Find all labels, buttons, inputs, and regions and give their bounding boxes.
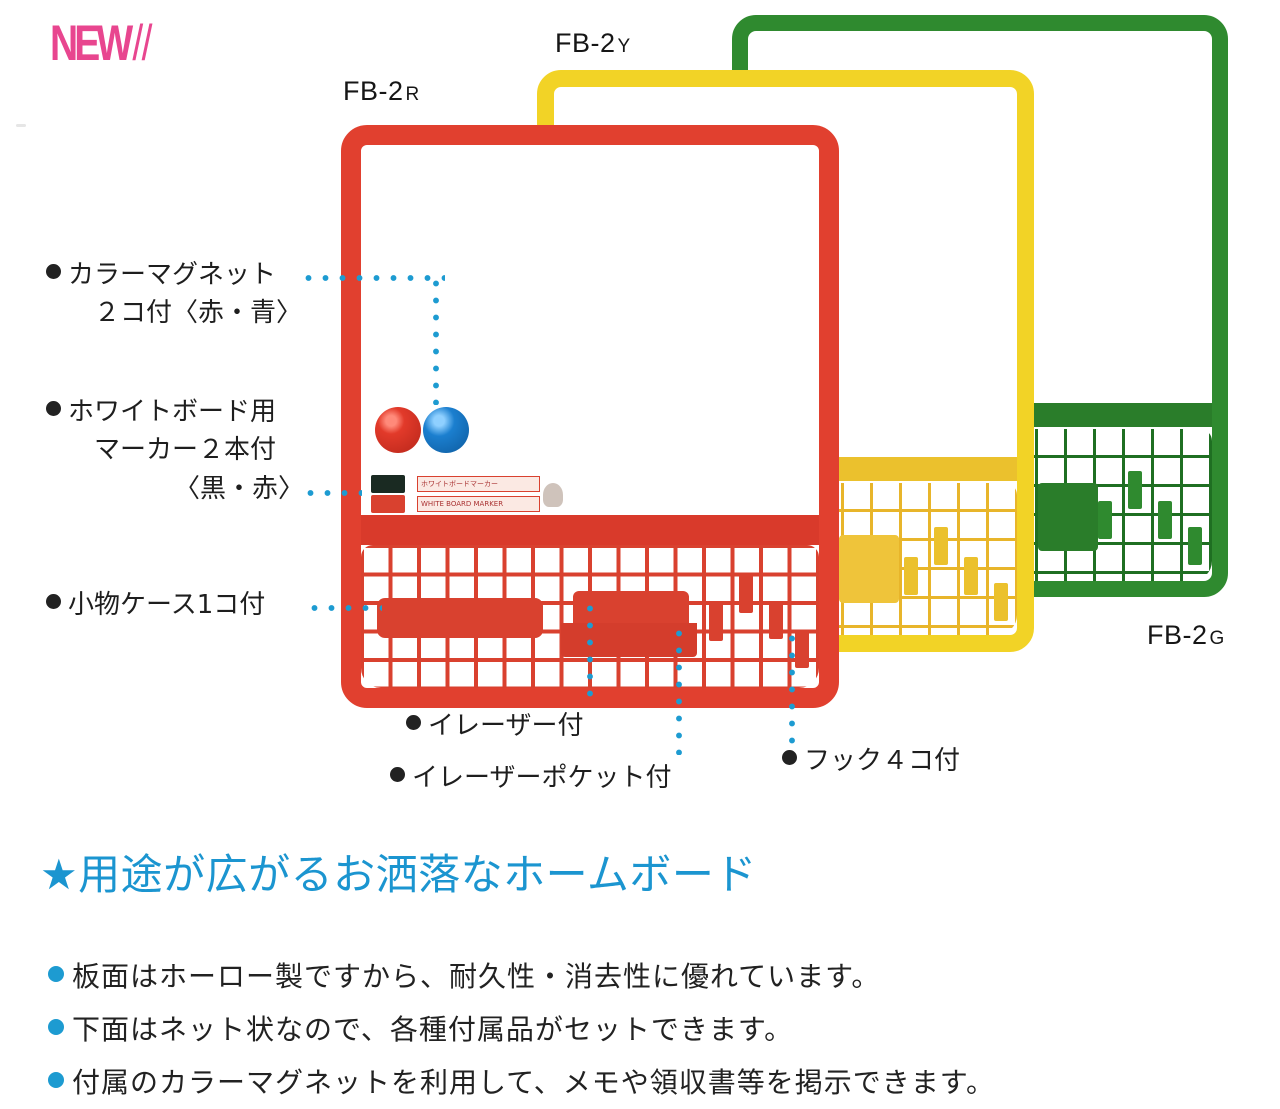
magnet-red [375,407,421,453]
board-green-case [1038,483,1098,551]
leader-line-magnet [300,275,445,281]
bullet-icon [46,594,61,609]
headline-text: 用途が広がるお洒落なホームボード [78,850,757,899]
star-icon: ★ [40,850,79,899]
small-items-case [377,598,543,638]
leader-line-hooks [789,630,795,745]
callout-eraser: イレーザー付 [406,708,583,746]
eraser-knob-icon [543,483,563,507]
feature-list: 板面はホーロー製ですから、耐久性・消去性に優れています。 下面はネット状なので、… [48,950,995,1109]
leader-line-magnet [433,275,439,405]
new-badge: NEW// [50,15,153,71]
leader-line-eraser [587,600,593,700]
board-yellow-hook [934,527,948,565]
bullet-icon [46,264,61,279]
feature-item: 板面はホーロー製ですから、耐久性・消去性に優れています。 [48,950,995,1003]
marker-cap-black [371,475,405,493]
magnet-blue [423,407,469,453]
bullet-icon [406,715,421,730]
board-yellow-hook [904,557,918,595]
new-badge-text: NEW [50,15,133,71]
board-green-hook [1128,471,1142,509]
callout-magnet: カラーマグネット ２コ付〈赤・青〉 [46,257,302,333]
feature-item: 下面はネット状なので、各種付属品がセットできます。 [48,1003,995,1056]
callout-case: 小物ケース1コ付 [46,587,265,625]
hook [709,603,723,641]
leader-line-case [306,605,382,611]
eraser [561,623,697,657]
leader-line-eraser-pocket [676,625,682,755]
bullet-icon [390,767,405,782]
bullet-icon [48,966,64,982]
marker-cap-red [371,495,405,513]
hook [769,601,783,639]
margin-mark [16,124,26,127]
bullet-icon [48,1072,64,1088]
board-green-hook [1098,501,1112,539]
board-red-tray [361,515,819,545]
bullet-icon [46,401,61,416]
callout-hooks: フック４コ付 [782,743,960,781]
headline: ★用途が広がるお洒落なホームボード [40,850,757,899]
callout-eraser-pocket: イレーザーポケット付 [390,760,671,798]
feature-item: 付属のカラーマグネットを利用して、メモや領収書等を掲示できます。 [48,1056,995,1109]
bullet-icon [48,1019,64,1035]
marker-red: WHITE BOARD MARKER [371,483,567,513]
marker-black: ホワイトボードマーカー [371,475,567,493]
leader-line-marker [302,490,362,496]
marker-label: WHITE BOARD MARKER [417,496,540,512]
board-yellow-case [839,535,899,603]
new-badge-slashes: // [132,15,152,71]
board-yellow-hook [994,583,1008,621]
board-green-hook [1158,501,1172,539]
board-yellow-hook [964,557,978,595]
hook [739,575,753,613]
board-green-hook [1188,527,1202,565]
board-red: ホワイトボードマーカー WHITE BOARD MARKER [341,125,839,708]
bullet-icon [782,750,797,765]
callout-marker: ホワイトボード用 マーカー２本付 〈黒・赤〉 [46,393,304,508]
marker-label: ホワイトボードマーカー [417,476,540,492]
hook [795,630,809,668]
